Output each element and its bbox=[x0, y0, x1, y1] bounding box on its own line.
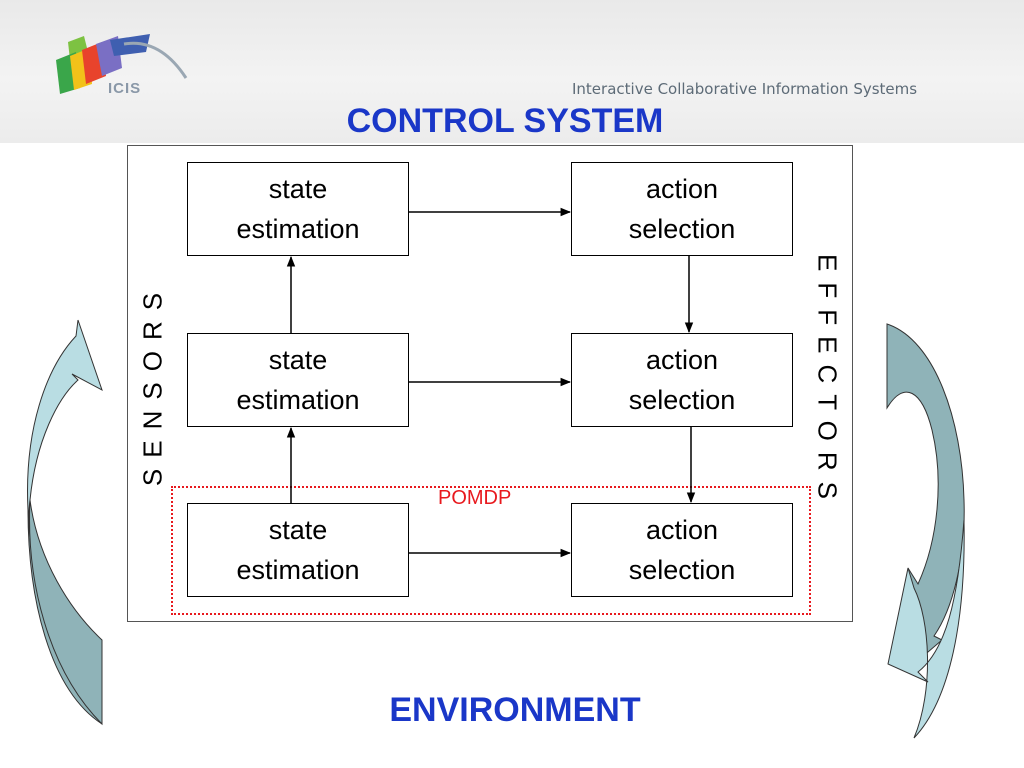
action-selection-node-bottom: action selection bbox=[571, 503, 793, 597]
state-estimation-node-top: state estimation bbox=[187, 162, 409, 256]
environment-label: ENVIRONMENT bbox=[389, 691, 641, 729]
node-line: state bbox=[268, 344, 328, 375]
tagline: Interactive Collaborative Information Sy… bbox=[572, 80, 918, 98]
node-line: action bbox=[645, 514, 719, 545]
node-line: state bbox=[268, 514, 328, 545]
node-line: estimation bbox=[236, 385, 360, 415]
control-system-box bbox=[127, 145, 853, 622]
logo-text: ICIS bbox=[108, 80, 142, 97]
node-line: action bbox=[645, 173, 719, 204]
pomdp-label: POMDP bbox=[438, 487, 512, 509]
left-cycle-arrow bbox=[27, 319, 103, 726]
page-title: CONTROL SYSTEM bbox=[346, 102, 664, 140]
pomdp-region bbox=[171, 486, 811, 615]
icis-logo bbox=[56, 34, 188, 94]
node-line: estimation bbox=[236, 214, 360, 244]
right-cycle-arrow bbox=[886, 323, 965, 739]
action-selection-node-top: action selection bbox=[571, 162, 793, 256]
node-line: selection bbox=[628, 555, 736, 585]
state-estimation-node-bottom: state estimation bbox=[187, 503, 409, 597]
node-line: selection bbox=[628, 214, 736, 244]
node-line: action bbox=[645, 344, 719, 375]
state-estimation-node-middle: state estimation bbox=[187, 333, 409, 427]
header-band: ICIS Interactive Collaborative Informati… bbox=[0, 0, 1024, 143]
action-selection-node-middle: action selection bbox=[571, 333, 793, 427]
node-line: estimation bbox=[236, 555, 360, 585]
node-line: selection bbox=[628, 385, 736, 415]
node-line: state bbox=[268, 173, 328, 204]
